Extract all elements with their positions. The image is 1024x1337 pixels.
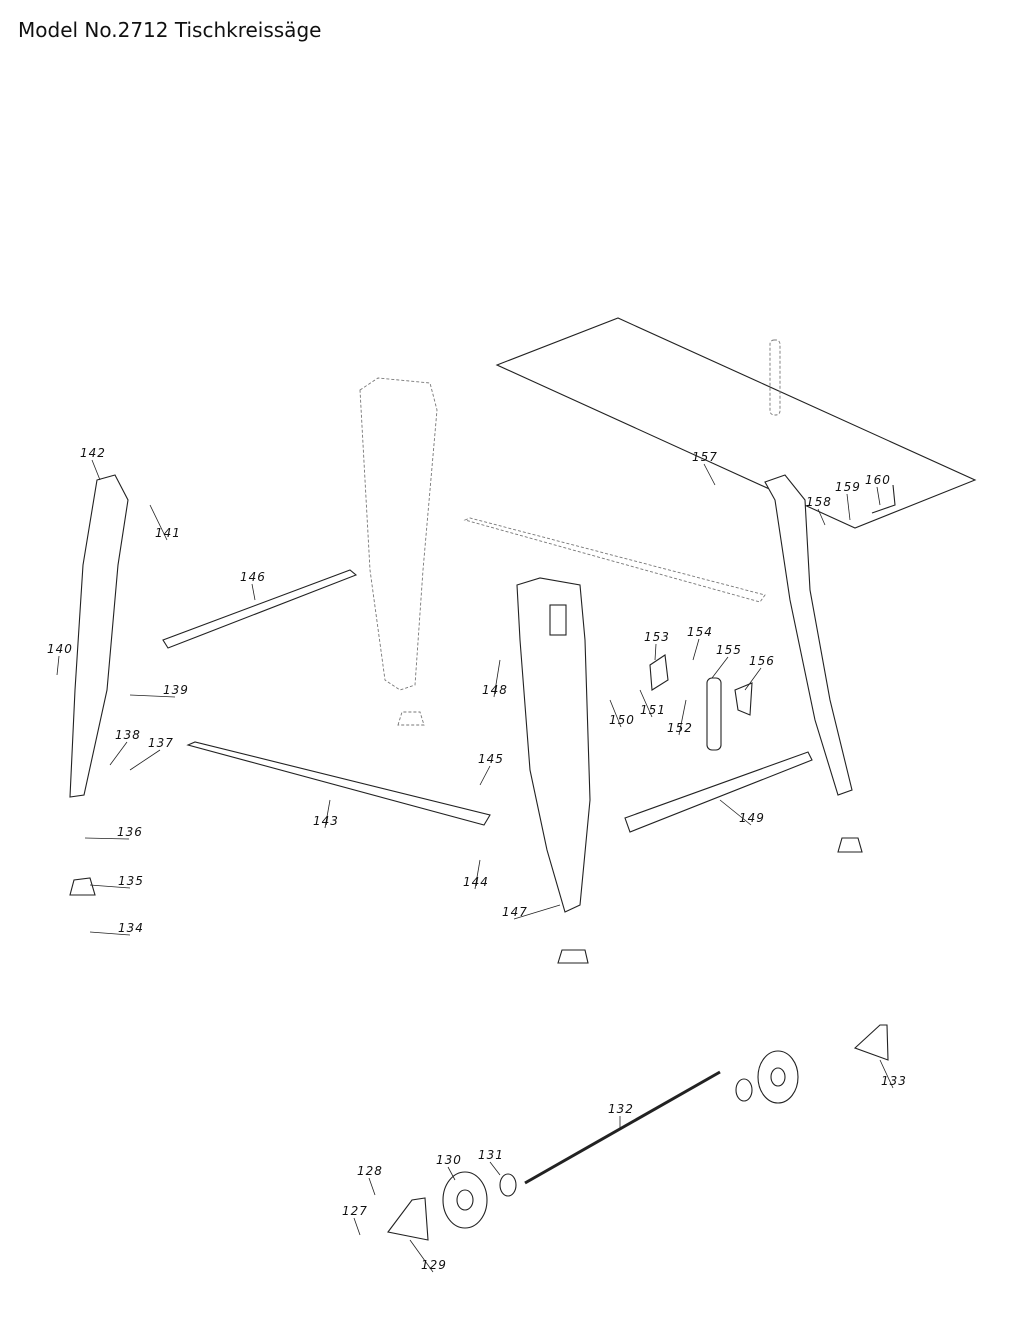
leader-line-151 [639,689,653,718]
leader-line-145 [479,765,491,786]
leader-line-146 [251,583,256,601]
leader-line-127 [353,1217,361,1236]
leader-line-136 [84,837,130,840]
foot-rear [397,711,425,726]
part-label-150: 150 [609,713,635,727]
part-label-138: 138 [115,728,141,742]
brace-149 [624,751,813,833]
leader-line-154 [692,638,700,661]
leader-line-138 [109,741,128,766]
wheel-130-hub [456,1189,474,1211]
part-label-153: 153 [644,630,670,644]
part-label-154: 154 [687,625,713,639]
part-label-137: 137 [148,736,174,750]
leader-line-153 [654,643,657,661]
leg-right [764,474,853,796]
brace-146 [162,569,358,649]
part-label-146: 146 [240,570,266,584]
part-label-134: 134 [118,921,144,935]
part-label-133: 133 [881,1074,907,1088]
part-label-143: 143 [313,814,339,828]
part-label-141: 141 [155,526,181,540]
axle-132 [524,1070,721,1185]
part-label-142: 142 [80,446,106,460]
key-160 [871,484,896,514]
wheel-130 [442,1171,488,1229]
leader-line-134 [89,931,131,936]
part-label-149: 149 [739,811,765,825]
part-label-157: 157 [692,450,718,464]
part-label-130: 130 [436,1153,462,1167]
part-label-152: 152 [667,721,693,735]
leader-line-143 [324,799,331,829]
leader-line-131 [489,1161,501,1176]
leg-142 [69,474,129,798]
leader-line-159 [846,493,851,521]
part-label-129: 129 [421,1258,447,1272]
bracket-153 [649,654,669,691]
leader-line-135 [89,884,131,889]
leader-line-157 [703,463,716,486]
bracket-156 [734,682,753,716]
leader-line-140 [56,655,60,676]
leader-line-152 [678,699,687,736]
part-label-147: 147 [502,905,528,919]
leader-line-155 [711,656,729,679]
part-label-132: 132 [608,1102,634,1116]
leader-line-137 [129,749,161,771]
leader-line-129 [409,1239,434,1273]
part-label-144: 144 [463,875,489,889]
part-label-128: 128 [357,1164,383,1178]
leg-plate [549,604,567,636]
foot-right [837,837,863,853]
leader-line-139 [129,694,176,698]
leader-line-149 [719,799,752,826]
bracket-129 [387,1197,429,1241]
leader-line-160 [876,486,881,506]
leader-line-156 [744,667,762,691]
part-label-127: 127 [342,1204,368,1218]
leader-line-158 [817,508,826,526]
part-label-140: 140 [47,642,73,656]
part-label-148: 148 [482,683,508,697]
part-label-159: 159 [835,480,861,494]
part-label-131: 131 [478,1148,504,1162]
foot-135 [69,877,96,896]
leader-line-133 [879,1059,894,1089]
leader-line-142 [91,459,101,481]
part-label-145: 145 [478,752,504,766]
leader-line-147 [513,904,561,920]
leader-line-144 [474,859,481,890]
leader-line-141 [149,504,168,541]
ring-right [735,1078,753,1102]
foot-front [557,949,589,964]
ring-131 [499,1173,517,1197]
leader-line-148 [493,659,501,698]
part-label-139: 139 [163,683,189,697]
brace-143 [186,741,491,826]
leader-line-130 [447,1166,456,1181]
leader-line-128 [368,1177,376,1196]
leg-147 [516,577,591,913]
tube-155 [706,677,722,751]
rear-left-leg [359,377,438,691]
page-title: Model No.2712 Tischkreissäge [18,18,322,42]
part-label-156: 156 [749,654,775,668]
brace-rear [463,517,766,603]
part-label-136: 136 [117,825,143,839]
wheel-right-hub [770,1067,786,1087]
part-label-151: 151 [640,703,666,717]
table-outline [495,317,977,529]
wheel-right [757,1050,799,1104]
tube-top [769,339,781,416]
leader-line-150 [609,699,622,728]
part-label-155: 155 [716,643,742,657]
bracket-133 [853,1024,889,1061]
part-label-160: 160 [865,473,891,487]
part-label-158: 158 [806,495,832,509]
part-label-135: 135 [118,874,144,888]
